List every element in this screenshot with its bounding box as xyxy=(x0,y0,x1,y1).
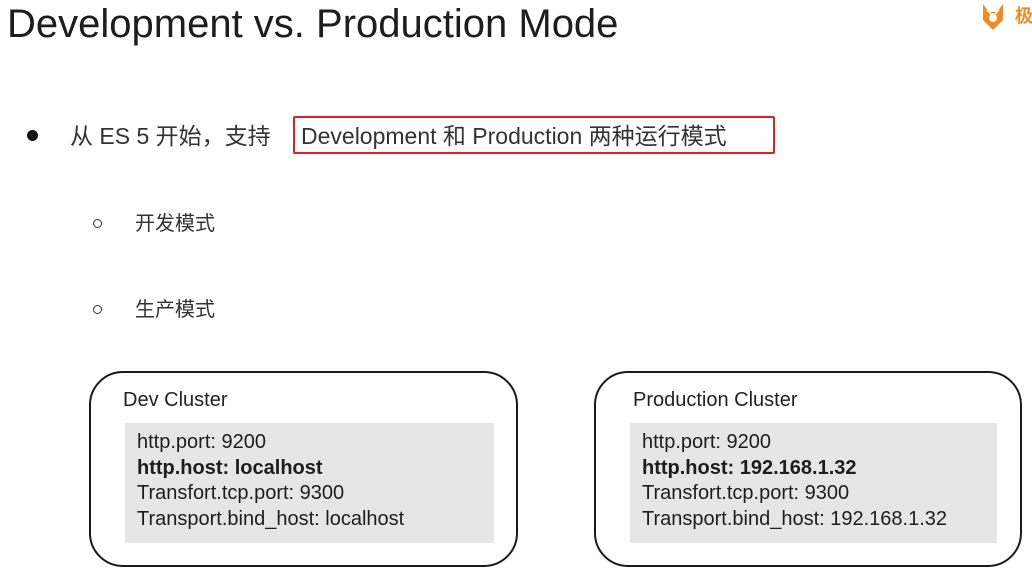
highlight-box xyxy=(293,116,775,154)
sub-bullet-circle xyxy=(93,219,102,228)
dev-cluster-box: Dev Cluster http.port: 9200 http.host: l… xyxy=(89,371,518,567)
config-line: Transfort.tcp.port: 9300 xyxy=(137,482,345,504)
highlighted-text: Development 和 Production 两种运行模式 xyxy=(301,123,727,149)
dev-cluster-title: Dev Cluster xyxy=(123,389,228,411)
dev-config-block: http.port: 9200 http.host: localhost Tra… xyxy=(125,423,494,543)
production-config-block: http.port: 9200 http.host: 192.168.1.32 … xyxy=(630,423,997,543)
sub-bullet-circle xyxy=(93,305,102,314)
slide-title: Development vs. Production Mode xyxy=(7,2,619,46)
bullet-prefix-text: 从 ES 5 开始，支持 xyxy=(70,123,271,149)
bullet-dot xyxy=(27,130,38,141)
config-line: Transport.bind_host: 192.168.1.32 xyxy=(642,507,948,530)
config-line: http.port: 9200 xyxy=(642,431,771,453)
config-line: Transport.bind_host: localhost xyxy=(137,507,405,530)
config-line: http.host: 192.168.1.32 xyxy=(642,456,857,479)
fox-logo-icon: 极 xyxy=(975,0,1032,36)
production-cluster-title: Production Cluster xyxy=(633,389,798,411)
production-cluster-box: Production Cluster http.port: 9200 http.… xyxy=(594,371,1022,567)
config-line: http.host: localhost xyxy=(137,456,323,479)
logo-partial-text: 极 xyxy=(1015,6,1032,27)
sub-item-prod-mode: 生产模式 xyxy=(135,299,215,321)
config-line: http.port: 9200 xyxy=(137,431,266,453)
config-line: Transfort.tcp.port: 9300 xyxy=(642,482,850,504)
sub-item-dev-mode: 开发模式 xyxy=(135,213,215,235)
